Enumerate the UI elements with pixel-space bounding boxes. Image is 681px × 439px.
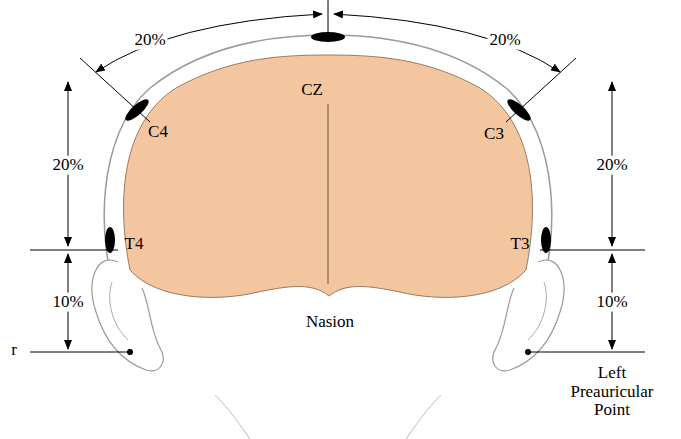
percent-label: 20% [487, 31, 522, 50]
landmark-label: r [9, 341, 19, 360]
electrode-label: T3 [511, 235, 530, 254]
electrode-label: T4 [125, 235, 144, 254]
percent-label: 20% [132, 31, 167, 50]
landmark-label: Left Preauricular Point [554, 364, 670, 420]
electrode-label: CZ [301, 81, 323, 100]
percent-label: 10% [594, 293, 629, 312]
electrode-label: C3 [484, 125, 504, 144]
landmark-label: Nasion [306, 313, 354, 332]
percent-label: 10% [50, 293, 85, 312]
percent-label: 20% [50, 156, 85, 175]
percent-label: 20% [594, 156, 629, 175]
electrode-label: C4 [148, 123, 168, 142]
